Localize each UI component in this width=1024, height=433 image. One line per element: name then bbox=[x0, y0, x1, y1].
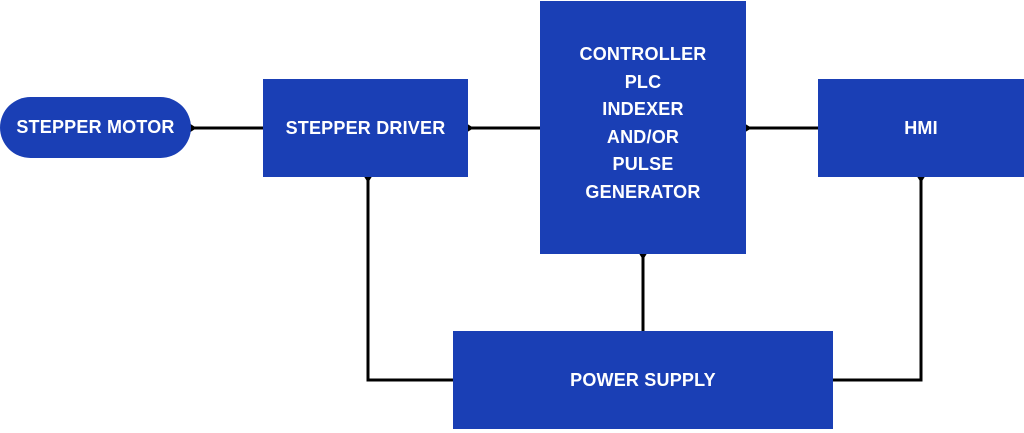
controller-block: CONTROLLER PLC INDEXER AND/OR PULSE GENE… bbox=[540, 1, 746, 254]
stepper-motor-block: STEPPER MOTOR bbox=[0, 97, 191, 158]
stepper-driver-label: STEPPER DRIVER bbox=[285, 117, 446, 138]
controller-label-line: CONTROLLER bbox=[579, 44, 707, 64]
controller-label-line: INDEXER bbox=[602, 99, 684, 119]
controller-label-line: GENERATOR bbox=[585, 181, 701, 202]
stepper-driver-block: STEPPER DRIVER bbox=[263, 79, 468, 177]
arrow-power-to-driver bbox=[368, 180, 453, 382]
controller-label-line: PLC bbox=[624, 71, 662, 92]
controller-label-line: AND/OR bbox=[606, 126, 680, 147]
hmi-label: HMI bbox=[904, 117, 938, 138]
controller-label-line: PULSE bbox=[612, 154, 674, 174]
arrow-power-to-hmi bbox=[833, 180, 921, 382]
stepper-motor-label: STEPPER MOTOR bbox=[16, 117, 175, 137]
hmi-block: HMI bbox=[818, 79, 1024, 177]
power-supply-label: POWER SUPPLY bbox=[570, 369, 716, 390]
power-supply-block: POWER SUPPLY bbox=[453, 331, 833, 429]
